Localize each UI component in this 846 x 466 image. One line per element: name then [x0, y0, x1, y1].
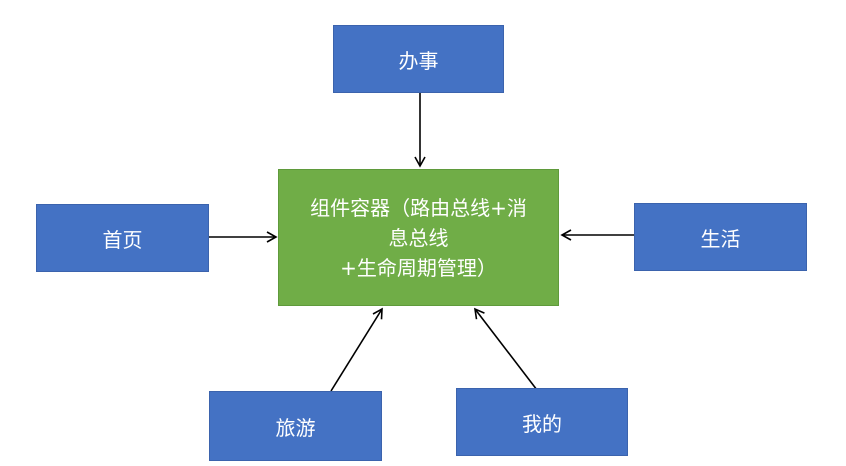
module-lvyou[interactable]: 旅游	[209, 391, 382, 461]
center-line-1: 组件容器（路由总线+消	[310, 195, 527, 220]
module-shouye-label: 首页	[102, 227, 143, 252]
arrow-lvyou-to-center	[330, 307, 383, 392]
module-shenghuo[interactable]: 生活	[634, 203, 807, 271]
component-container-box[interactable]: 组件容器（路由总线+消 息总线 +生命周期管理）	[278, 169, 559, 306]
module-wode-label: 我的	[522, 411, 562, 436]
center-line-2: 息总线	[388, 225, 449, 250]
arrow-wode-to-center	[473, 307, 538, 391]
module-shenghuo-label: 生活	[700, 226, 741, 251]
center-line-3: +生命周期管理）	[340, 255, 497, 280]
module-wode[interactable]: 我的	[456, 388, 628, 456]
module-banshi[interactable]: 办事	[333, 25, 504, 93]
module-shouye[interactable]: 首页	[36, 204, 209, 272]
module-lvyou-label: 旅游	[275, 415, 316, 440]
module-banshi-label: 办事	[398, 48, 439, 73]
